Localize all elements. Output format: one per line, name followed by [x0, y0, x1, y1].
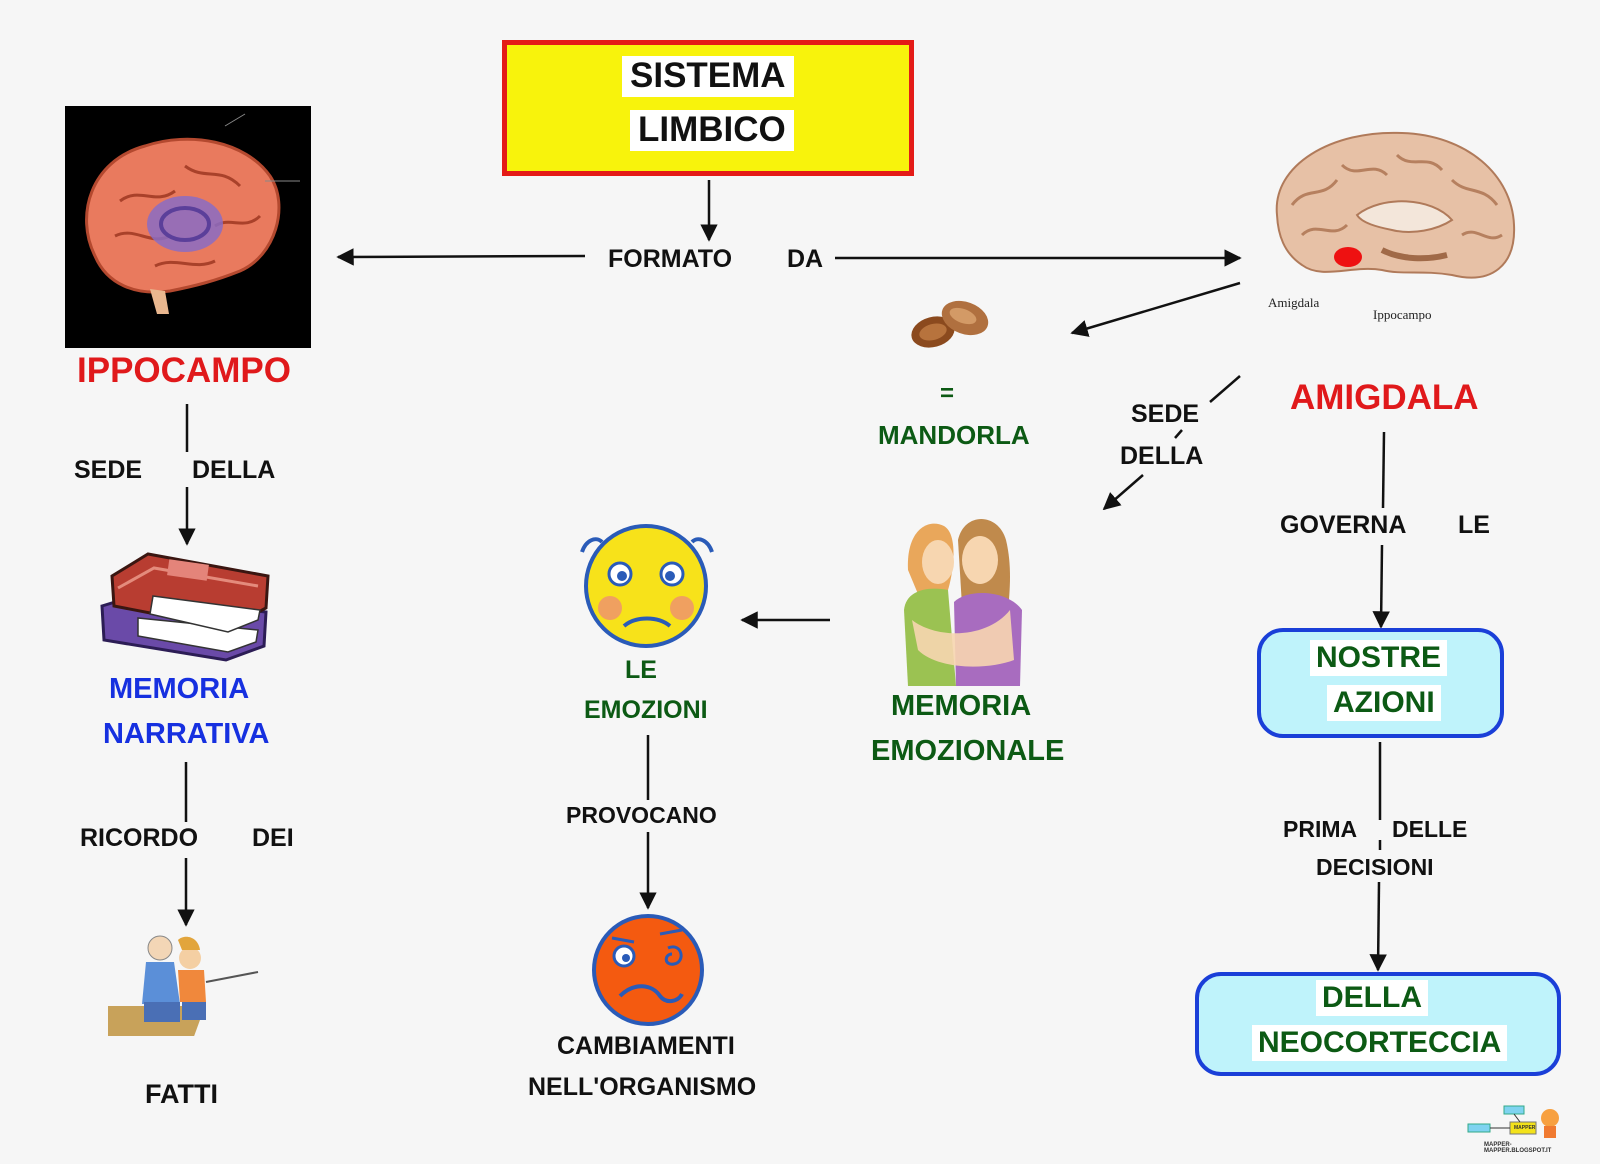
title-line2: LIMBICO	[630, 110, 794, 151]
nostre-azioni-line2: AZIONI	[1327, 685, 1441, 721]
arrow-governa	[1372, 544, 1390, 629]
link-provocano: PROVOCANO	[566, 802, 717, 828]
fatti-label: FATTI	[145, 1079, 218, 1109]
link-dei: DEI	[252, 824, 294, 852]
mapper-logo-badge: MAPPER	[1514, 1125, 1536, 1131]
link-decisioni: DECISIONI	[1316, 854, 1434, 880]
grandfather-child-image	[74, 932, 266, 1050]
dizzy-face-icon	[590, 912, 708, 1028]
line-sede2-top	[1209, 375, 1241, 403]
link-formato: FORMATO	[608, 245, 733, 273]
link-sede-1: SEDE	[74, 456, 143, 484]
arrow-to-mandorla	[1070, 281, 1241, 337]
cambiamenti-line2: NELL'ORGANISMO	[528, 1073, 757, 1101]
equals-sign: =	[940, 380, 955, 407]
almond-image	[905, 292, 995, 356]
link-le: LE	[1458, 511, 1490, 539]
link-governa: GOVERNA	[1280, 511, 1407, 539]
mapper-logo-text: MAPPER-MAPPER.BLOGSPOT.IT	[1484, 1142, 1552, 1154]
memoria-emozionale-line1: MEMORIA	[891, 690, 1032, 722]
link-ricordo: RICORDO	[80, 824, 199, 852]
neocorteccia-line1: DELLA	[1316, 980, 1428, 1016]
link-sede-2: SEDE	[1131, 400, 1200, 428]
ippocampo-label: IPPOCAMPO	[77, 351, 291, 390]
cambiamenti-line1: CAMBIAMENTI	[557, 1032, 735, 1060]
arrow-sede2	[1102, 474, 1144, 511]
mapper-logo: MAPPER MAPPER-MAPPER.BLOGSPOT.IT	[1464, 1100, 1574, 1154]
amigdala-label: AMIGDALA	[1290, 378, 1479, 417]
emozioni-line2: EMOZIONI	[584, 696, 708, 724]
hugging-girls-image	[898, 510, 1030, 686]
arrow-to-ippocampo	[336, 248, 586, 266]
books-image	[98, 548, 276, 666]
link-della-1: DELLA	[192, 456, 276, 484]
arrow-decisioni	[1369, 881, 1387, 972]
link-della-2: DELLA	[1120, 442, 1204, 470]
image-label-ippocampo: Ippocampo	[1373, 307, 1432, 322]
line-governa-top	[1381, 431, 1386, 509]
nostre-azioni-line1: NOSTRE	[1310, 640, 1448, 676]
title-line1: SISTEMA	[622, 56, 794, 97]
amygdala-brain-image	[1262, 125, 1527, 330]
hippocampus-brain-image	[65, 106, 311, 348]
mandorla-label: MANDORLA	[878, 420, 1030, 450]
worried-face-icon	[580, 522, 714, 650]
emozioni-line1: LE	[625, 656, 657, 684]
neocorteccia-line2: NEOCORTECCIA	[1252, 1025, 1508, 1061]
link-delle: DELLE	[1392, 816, 1468, 842]
link-prima: PRIMA	[1283, 816, 1358, 842]
image-label-amigdala: Amigdala	[1268, 295, 1320, 310]
link-da: DA	[787, 245, 824, 273]
memoria-narrativa-line2: NARRATIVA	[103, 718, 270, 750]
line-sede2-mid	[1174, 429, 1183, 439]
memoria-emozionale-line2: EMOZIONALE	[871, 735, 1065, 767]
memoria-narrativa-line1: MEMORIA	[109, 673, 250, 705]
